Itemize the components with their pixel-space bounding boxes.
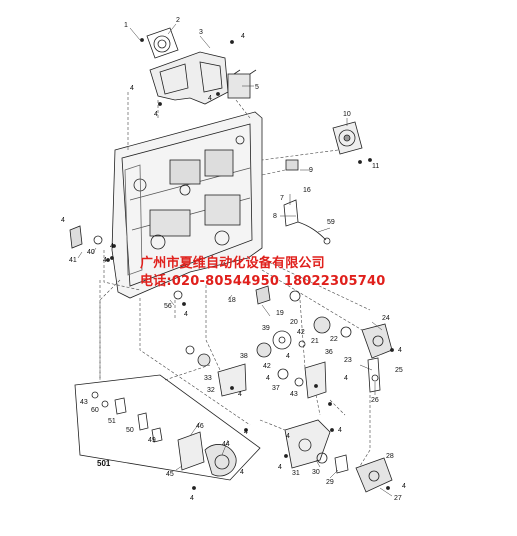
part-label: 3 xyxy=(199,29,203,36)
dashed-leader-lines xyxy=(99,92,371,467)
part-label: 11 xyxy=(372,163,379,170)
part-label: 4 xyxy=(241,33,245,40)
part-label: 31 xyxy=(292,470,300,477)
gear-train xyxy=(173,285,352,387)
part-label: 22 xyxy=(330,336,338,343)
part-label: 16 xyxy=(303,187,311,194)
part-label: 29 xyxy=(326,479,334,486)
brackets xyxy=(217,361,327,399)
part-label: 43 xyxy=(290,391,298,398)
part-label: 20 xyxy=(290,319,298,326)
part-label: 1 xyxy=(124,22,128,29)
part-label: 4 xyxy=(184,311,188,318)
part-label: 36 xyxy=(325,349,333,356)
part-label: 4 xyxy=(402,483,406,490)
part-label: 32 xyxy=(207,387,215,394)
part-label: 5 xyxy=(255,84,259,91)
part-label: 28 xyxy=(386,453,394,460)
part-label: 44 xyxy=(222,441,230,448)
part-label: 33 xyxy=(204,375,212,382)
part-label: 4 xyxy=(244,429,248,436)
part-label: 60 xyxy=(91,407,99,414)
part-label: 4 xyxy=(61,217,65,224)
part-label: 4 xyxy=(344,375,348,382)
part-label: 30 xyxy=(312,469,320,476)
part-label: 4 xyxy=(286,433,290,440)
watermark-phone: 电话:020-80544950 18022305740 xyxy=(140,274,386,289)
part-label: 51 xyxy=(108,418,116,425)
part-label: 4 xyxy=(190,495,194,502)
watermark-company: 广州市夏维自动化设备有限公司 xyxy=(140,256,325,271)
main-chassis-frame xyxy=(111,111,263,299)
part-label: 4 xyxy=(338,427,342,434)
part-label: 37 xyxy=(272,385,280,392)
part-label: 10 xyxy=(343,111,351,118)
part-label: 23 xyxy=(344,357,352,364)
fan-unit xyxy=(332,121,363,155)
part-label: 4 xyxy=(130,85,134,92)
part-label: 41 xyxy=(69,257,77,264)
part-label: 7 xyxy=(280,195,284,202)
part-label: 50 xyxy=(126,427,134,434)
part-label: 4 xyxy=(154,111,158,118)
part-label: 4 xyxy=(103,257,107,264)
part-label: 9 xyxy=(309,167,313,174)
part-label: 39 xyxy=(262,325,270,332)
part-label: 59 xyxy=(327,219,335,226)
part-label: 4 xyxy=(208,95,212,102)
part-label: 42 xyxy=(263,363,271,370)
part-label: 49 xyxy=(148,437,156,444)
part-label: 25 xyxy=(395,367,403,374)
assembly-label-501: 501 xyxy=(97,459,111,468)
part-label: 38 xyxy=(240,353,248,360)
part-label: 42 xyxy=(297,329,305,336)
bottom-right-assembly xyxy=(284,419,393,493)
part-number-labels: 1 2 3 4 4 4 5 4 10 11 9 7 16 8 59 4 41 4… xyxy=(61,17,406,502)
leader-lines xyxy=(77,23,393,497)
part-label: 26 xyxy=(371,397,379,404)
part-label: 4 xyxy=(398,347,402,354)
part-label: 27 xyxy=(394,495,402,502)
sensor-parts xyxy=(283,159,331,245)
left-bracket-parts xyxy=(69,225,103,249)
part-label: 19 xyxy=(276,310,284,317)
part-label: 4 xyxy=(240,469,244,476)
part-label: 4 xyxy=(266,375,270,382)
part-label: 4 xyxy=(278,464,282,471)
right-motor-assembly xyxy=(361,323,393,393)
screw-icons xyxy=(106,38,394,490)
part-label: 4 xyxy=(286,353,290,360)
part-label: 4 xyxy=(238,391,242,398)
duct-assembly xyxy=(146,27,257,105)
part-label: 18 xyxy=(228,297,236,304)
part-label: 56 xyxy=(164,303,172,310)
part-label: 4 xyxy=(110,243,114,250)
part-label: 43 xyxy=(80,399,88,406)
part-label: 21 xyxy=(311,338,319,345)
part-label: 46 xyxy=(196,423,204,430)
subassembly-501 xyxy=(74,374,261,481)
part-label: 2 xyxy=(176,17,180,24)
part-label: 24 xyxy=(382,315,390,322)
part-label: 45 xyxy=(166,471,174,478)
part-label: 40 xyxy=(87,249,95,256)
part-label: 8 xyxy=(273,213,277,220)
